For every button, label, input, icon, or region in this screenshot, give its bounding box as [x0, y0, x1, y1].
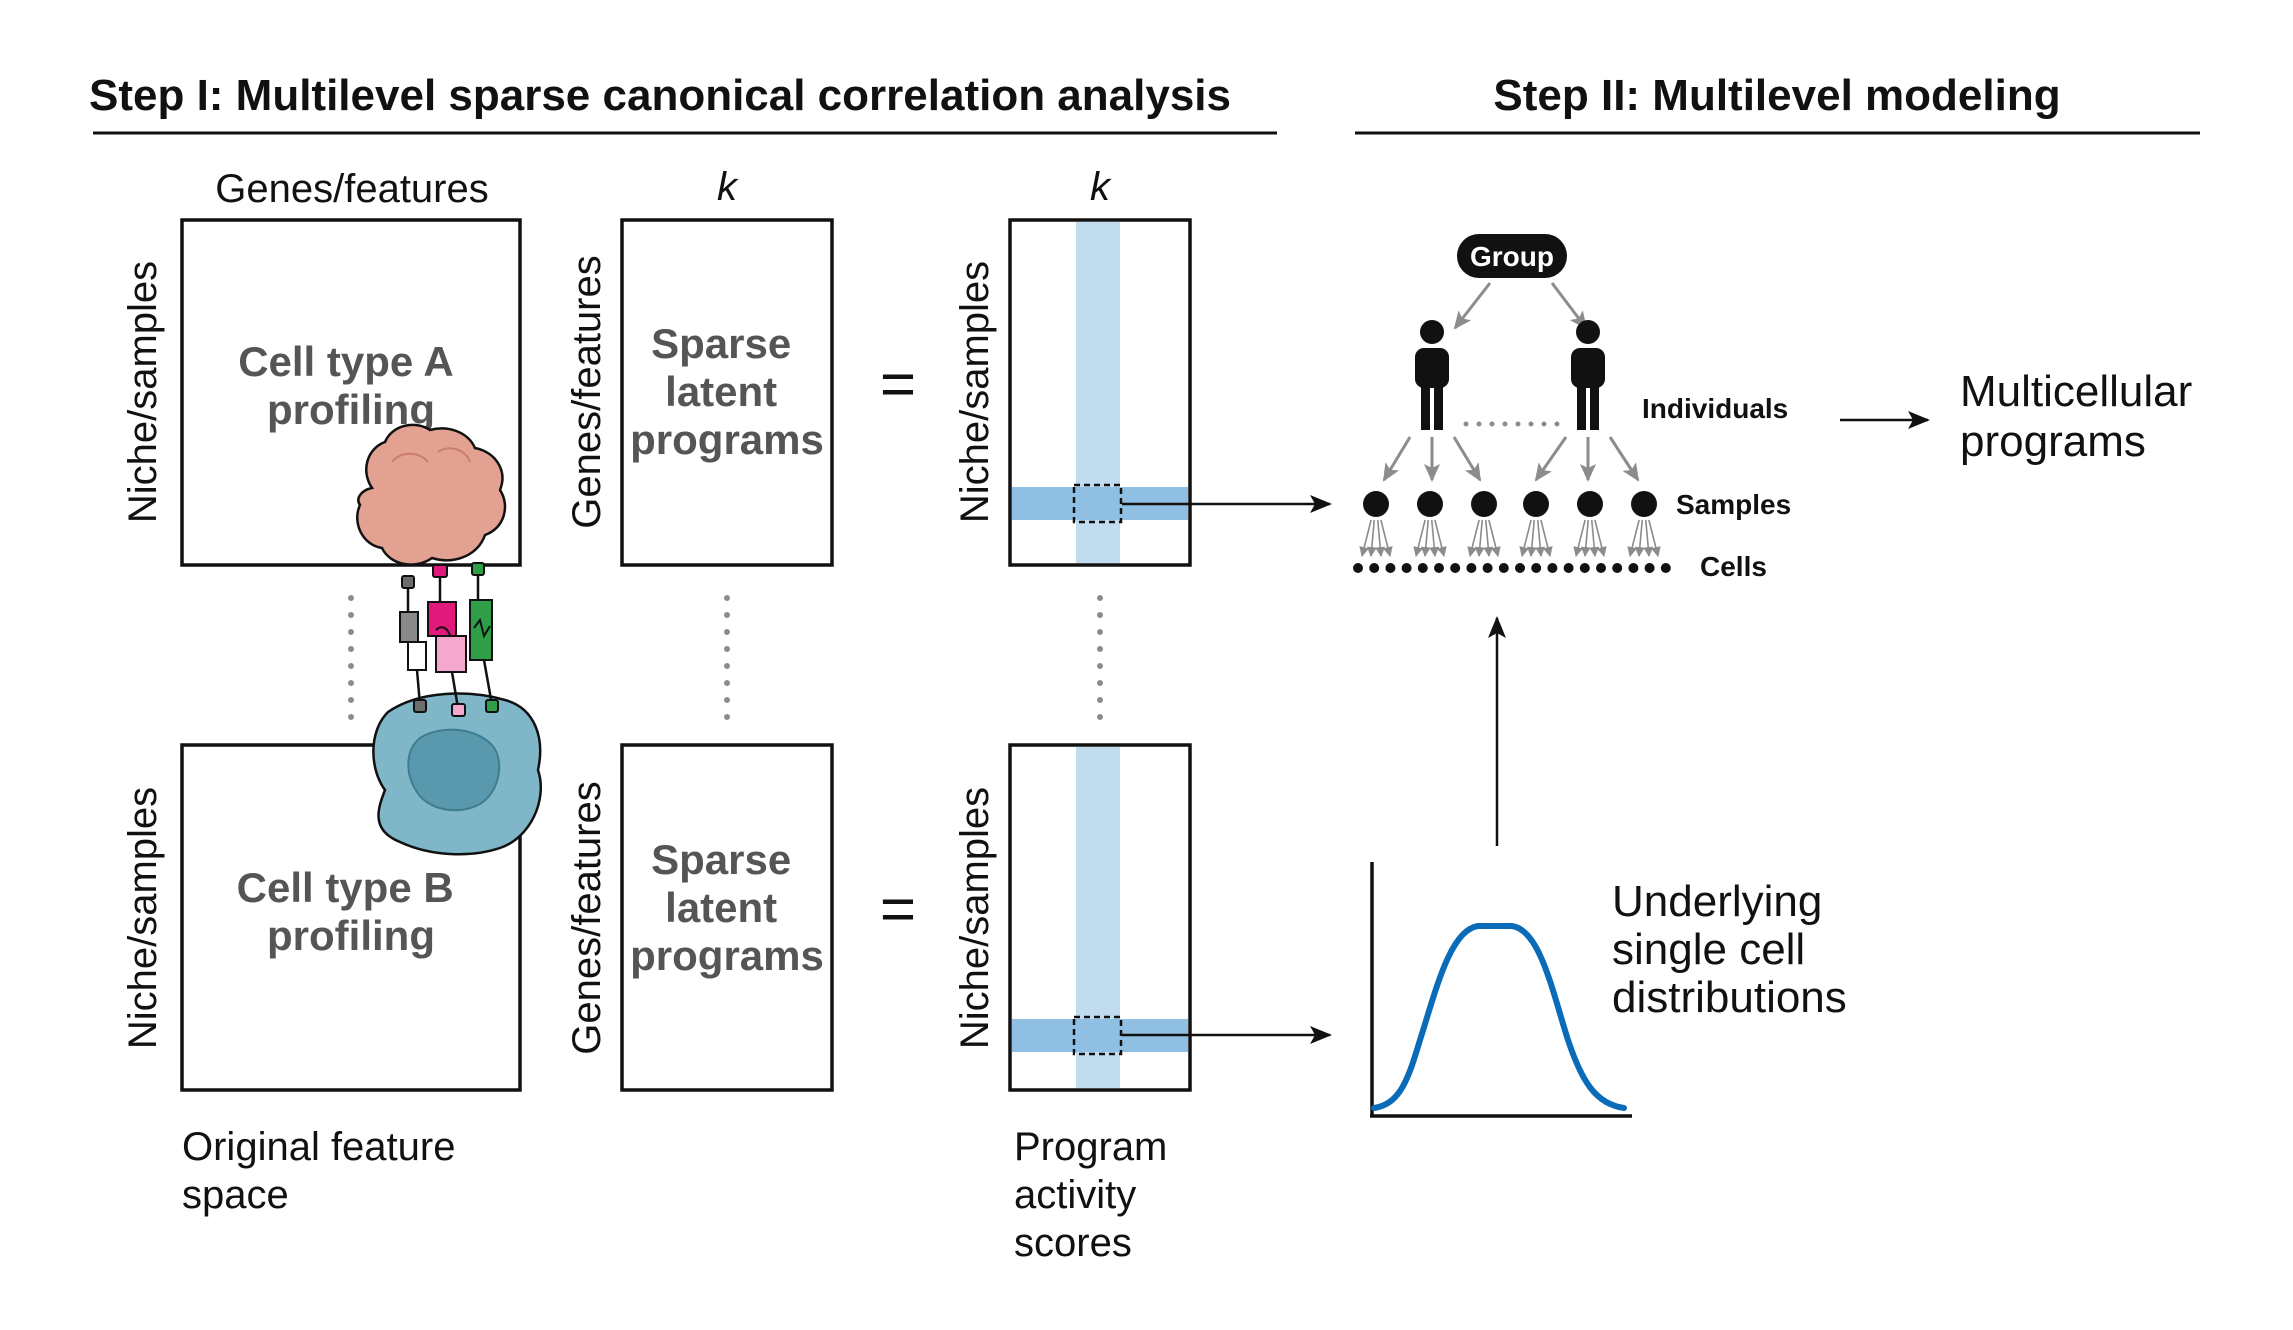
sample-to-cell-arrow [1434, 519, 1447, 557]
col-label-k-left: k [717, 165, 739, 209]
sample-to-cell-arrow [1359, 519, 1372, 557]
cell-dot [1353, 563, 1363, 573]
sample-to-cell-arrow [1375, 519, 1386, 557]
cell-dot [1612, 563, 1623, 573]
cell-b-nucleus [407, 728, 501, 812]
caption-original-feature-space: Original feature space [182, 1125, 467, 1217]
equals-bottom: = [880, 875, 916, 944]
matrix-sparse-bottom [620, 743, 834, 1092]
sample-to-cell-arrow [1488, 519, 1501, 557]
caption-program-activity-scores: Program activity scores [1014, 1125, 1179, 1265]
sparse-bottom-label: Sparse latent programs [630, 836, 824, 979]
cells-label: Cells [1700, 551, 1767, 582]
step2-title: Step II: Multilevel modeling [1493, 71, 2060, 120]
sample-to-cell-arrows [1359, 519, 1661, 557]
cell-dot [1385, 563, 1396, 573]
sample-to-cell-arrow [1648, 519, 1661, 557]
cell-dot [1466, 563, 1477, 573]
cell-interaction-illustration [355, 423, 543, 856]
sample-to-cell-arrow [1483, 519, 1494, 557]
cell-dot [1417, 563, 1428, 573]
cell-dot [1450, 563, 1461, 573]
cell-dot [1596, 563, 1606, 573]
cell-dot [1482, 563, 1493, 573]
col-label-k-right: k [1090, 165, 1112, 209]
row-label-genes-top: Genes/features [565, 255, 609, 529]
sample-to-cell-arrow [1380, 519, 1393, 557]
row-label-niche-a: Niche/samples [121, 261, 165, 523]
step1-title: Step I: Multilevel sparse canonical corr… [89, 71, 1231, 120]
col-label-genes: Genes/features [215, 167, 489, 211]
activity-top-highlight [1072, 483, 1123, 524]
sample-to-cell-arrow [1580, 519, 1591, 557]
matrix-sparse-top [620, 218, 834, 567]
cell-dot [1434, 563, 1444, 573]
sample-dots [1363, 491, 1657, 517]
cell-dots [1353, 563, 1671, 573]
sample-to-cell-arrow [1526, 519, 1537, 557]
row-label-niche-bottom-right: Niche/samples [953, 787, 997, 1049]
activity-bottom-highlight [1072, 1015, 1123, 1056]
individual-icon-2 [1571, 320, 1605, 430]
distribution-label: Underlying single cell distributions [1612, 877, 1847, 1022]
sample-to-cell-arrow [1366, 519, 1377, 557]
sample-to-cell-arrow [1634, 519, 1645, 557]
sample-to-cell-arrow [1643, 519, 1654, 557]
cell-dot [1563, 563, 1574, 573]
cell-dot [1660, 563, 1671, 573]
sample-to-cell-arrow [1594, 519, 1607, 557]
multicellular-programs-label: Multicellular programs [1960, 367, 2205, 466]
row-label-niche-top-right: Niche/samples [953, 261, 997, 523]
cell-dot [1628, 563, 1639, 573]
equals-top: = [880, 350, 916, 419]
sample-to-cell-arrow [1467, 519, 1480, 557]
cell-dot [1644, 563, 1655, 573]
cell-dot [1498, 563, 1509, 573]
row-label-niche-b: Niche/samples [121, 787, 165, 1049]
cell-dot [1401, 563, 1412, 573]
distribution-plot [1370, 862, 1632, 1118]
sample-to-cell-arrow [1540, 519, 1553, 557]
sample-to-cell-arrow [1474, 519, 1485, 557]
sample-to-cell-arrow [1535, 519, 1546, 557]
cell-dot [1547, 563, 1558, 573]
sample-to-cell-arrow [1627, 519, 1640, 557]
individual-icon-1 [1415, 320, 1449, 430]
cell-dot [1531, 563, 1542, 573]
cell-dot [1579, 563, 1590, 573]
sample-to-cell-arrow [1413, 519, 1426, 557]
group-label: Group [1470, 241, 1554, 272]
cell-dot [1515, 563, 1525, 573]
cell-type-b-label: Cell type B profiling [237, 864, 466, 959]
sparse-top-label: Sparse latent programs [630, 320, 824, 463]
samples-label: Samples [1676, 489, 1791, 520]
sample-to-cell-arrow [1573, 519, 1586, 557]
sample-to-cell-arrow [1589, 519, 1600, 557]
sample-to-cell-arrow [1519, 519, 1532, 557]
sample-to-cell-arrow [1429, 519, 1440, 557]
sample-to-cell-arrow [1420, 519, 1431, 557]
individuals-label: Individuals [1642, 393, 1788, 424]
group-pill [1457, 234, 1567, 278]
cell-dot [1369, 563, 1380, 573]
row-label-genes-bottom: Genes/features [565, 781, 609, 1055]
distribution-curve [1371, 923, 1627, 1111]
cell-type-a-label: Cell type A profiling [238, 338, 464, 433]
